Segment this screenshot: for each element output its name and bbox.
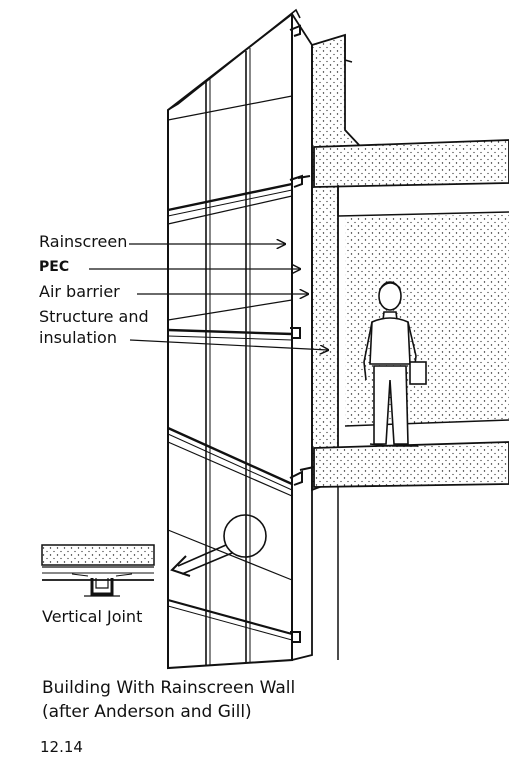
label-vertical-joint: Vertical Joint [42, 607, 143, 626]
detail-callout [170, 514, 267, 577]
caption-line1: Building With Rainscreen Wall [42, 678, 296, 698]
label-pec: PEC [39, 259, 70, 275]
rainscreen-panel-grid [167, 8, 313, 670]
room-floor-line [344, 419, 509, 427]
label-structure-line1: Structure and [39, 307, 149, 326]
figure-number: 12.14 [40, 738, 83, 756]
upper-floor-slab [313, 139, 509, 217]
caption-line2: (after Anderson and Gill) [42, 702, 252, 722]
room-back-wall [345, 214, 509, 426]
label-structure-line2: insulation [39, 328, 117, 347]
lower-floor-slab [313, 441, 509, 660]
label-air-barrier: Air barrier [39, 282, 120, 301]
vertical-joint-detail [41, 544, 155, 597]
person-figure [363, 281, 427, 447]
callout-leaders [89, 244, 328, 350]
anchor-brackets [289, 24, 315, 643]
label-rainscreen: Rainscreen [39, 232, 128, 251]
